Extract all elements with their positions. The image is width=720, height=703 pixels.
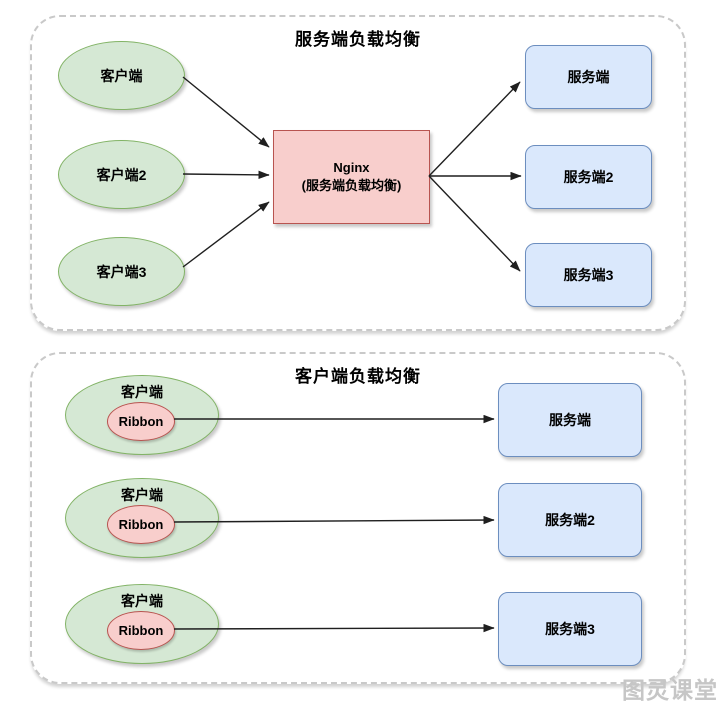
nginx-node-title: Nginx [333, 160, 370, 176]
server-node-1-label: 服务端 [567, 69, 610, 85]
client-node-2-label: 客户端2 [96, 166, 147, 183]
ribbon-node-1: Ribbon [107, 402, 175, 441]
client-node-3-label: 客户端3 [96, 263, 147, 280]
client-group-1: 客户端 Ribbon [65, 375, 219, 455]
nginx-load-balancer-node: Nginx (服务端负载均衡) [273, 130, 430, 224]
client-node-1-label: 客户端 [100, 67, 143, 84]
server-node-1: 服务端 [525, 45, 652, 109]
client-group-2: 客户端 Ribbon [65, 478, 219, 558]
client-group-3: 客户端 Ribbon [65, 584, 219, 664]
client-lb-title: 客户端负载均衡 [295, 367, 421, 386]
server-bottom-node-2-label: 服务端2 [545, 512, 595, 528]
nginx-node-label: Nginx (服务端负载均衡) [302, 159, 402, 194]
client-node-1: 客户端 [58, 41, 185, 110]
client-group-2-label: 客户端 [121, 487, 163, 503]
ribbon-node-2-label: Ribbon [118, 517, 164, 532]
server-lb-title: 服务端负载均衡 [295, 30, 421, 49]
client-node-3: 客户端3 [58, 237, 185, 306]
watermark: 图灵课堂 [622, 677, 718, 703]
ribbon-node-1-label: Ribbon [118, 414, 164, 429]
server-bottom-node-1: 服务端 [498, 383, 642, 457]
server-bottom-node-3-label: 服务端3 [545, 621, 595, 637]
ribbon-node-3: Ribbon [107, 611, 175, 650]
ribbon-node-2: Ribbon [107, 505, 175, 544]
nginx-node-subtitle: (服务端负载均衡) [301, 178, 402, 193]
server-bottom-node-3: 服务端3 [498, 592, 642, 666]
server-bottom-node-1-label: 服务端 [549, 412, 591, 428]
server-node-3: 服务端3 [525, 243, 652, 307]
client-node-2: 客户端2 [58, 140, 185, 209]
server-bottom-node-2: 服务端2 [498, 483, 642, 557]
client-group-1-label: 客户端 [121, 384, 163, 400]
server-node-3-label: 服务端3 [563, 267, 614, 283]
ribbon-node-3-label: Ribbon [118, 623, 164, 638]
server-node-2-label: 服务端2 [563, 169, 614, 185]
client-group-3-label: 客户端 [121, 593, 163, 609]
server-node-2: 服务端2 [525, 145, 652, 209]
